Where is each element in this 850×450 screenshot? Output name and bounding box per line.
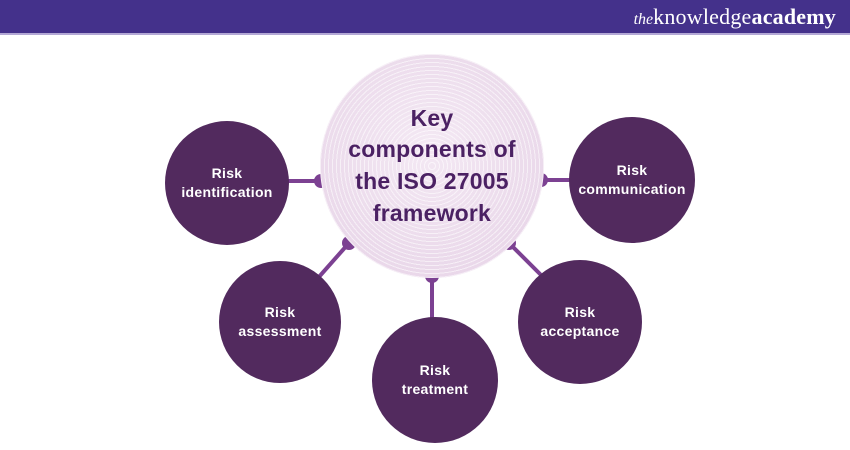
connector-line-acceptance [507,241,542,276]
node-label-line: Risk [616,162,648,179]
diagram-title-line: the ISO 27005 [355,168,509,194]
node-label-line: Risk [264,304,296,321]
logo-part-knowledge: knowledge [653,4,752,29]
node-risk-treatment: Risk treatment [372,317,498,443]
diagram-title: Key components of the ISO 27005 framewor… [348,103,515,230]
node-label: Risk assessment [238,303,321,341]
brand-logo: theknowledgeacademy [634,0,836,33]
logo-part-academy: academy [751,4,836,29]
diagram-title-line: Key [410,104,454,131]
node-label: Risk communication [578,161,685,199]
node-label-line: assessment [238,323,322,339]
header-bar: theknowledgeacademy [0,0,850,35]
node-risk-acceptance: Risk acceptance [518,260,642,384]
diagram-title-line: framework [372,199,492,226]
node-label-line: Risk [211,165,243,182]
node-label-line: Risk [419,362,451,379]
node-label-line: identification [181,184,273,200]
node-label-line: treatment [401,381,469,397]
node-risk-assessment: Risk assessment [219,261,341,383]
node-label: Risk treatment [402,361,469,399]
node-risk-communication: Risk communication [569,117,695,243]
connector-line-assessment [316,241,351,280]
node-label-line: Risk [564,304,596,321]
diagram-title-line: components of [348,136,516,163]
node-label-line: communication [578,181,686,197]
center-node: Key components of the ISO 27005 framewor… [320,54,544,278]
node-label-line: acceptance [540,323,620,339]
logo-part-the: the [633,11,654,28]
node-risk-identification: Risk identification [165,121,289,245]
node-label: Risk identification [181,164,272,202]
node-label: Risk acceptance [540,303,619,341]
